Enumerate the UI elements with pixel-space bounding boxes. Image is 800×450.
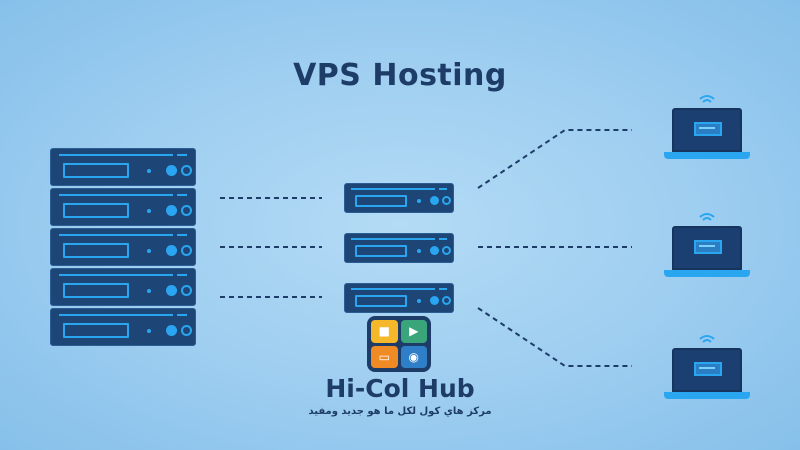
page-title: VPS Hosting: [293, 58, 507, 93]
brand-name: Hi-Col Hub: [325, 374, 475, 403]
book-icon: ▭: [371, 345, 398, 368]
server-unit: [50, 228, 196, 266]
laptop-icon: [664, 94, 750, 162]
brand-tagline: مركز هاي كول لكل ما هو جديد ومفيد: [308, 406, 492, 417]
brand-logo: ■ ▶ ▭ ◉: [367, 316, 431, 372]
play-icon: ▶: [400, 320, 427, 343]
server-unit: [50, 148, 196, 186]
server-unit: [50, 268, 196, 306]
wifi-icon: [699, 213, 715, 221]
vps-unit: [344, 183, 454, 213]
link-line: [477, 307, 632, 367]
chat-icon: ■: [371, 320, 398, 343]
server-unit: [50, 188, 196, 226]
laptop-icon: [664, 334, 750, 402]
laptop-icon: [664, 212, 750, 280]
link-line: [477, 129, 632, 189]
vps-unit: [344, 233, 454, 263]
camera-icon: ◉: [400, 345, 427, 368]
wifi-icon: [699, 95, 715, 103]
vps-unit: [344, 283, 454, 313]
wifi-icon: [699, 335, 715, 343]
server-unit: [50, 308, 196, 346]
